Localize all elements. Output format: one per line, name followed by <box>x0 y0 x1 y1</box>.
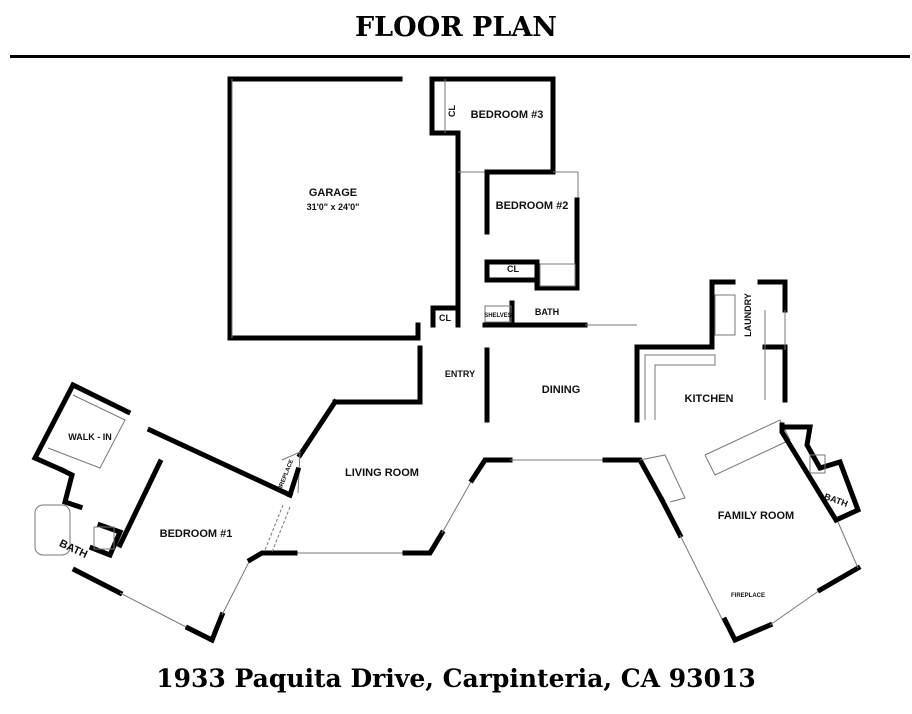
label-bath-hall: BATH <box>535 307 559 317</box>
label-bath-master: BATH <box>57 538 89 561</box>
label-closet-b3: CL <box>447 105 457 117</box>
label-walk-in: WALK - IN <box>68 432 112 442</box>
label-bedroom-2: BEDROOM #2 <box>496 200 569 212</box>
label-closet-entry: CL <box>439 313 451 323</box>
label-family-room: FAMILY ROOM <box>718 510 794 522</box>
label-closet-b2: CL <box>507 264 519 274</box>
label-shelves: SHELVES <box>484 313 512 319</box>
label-entry: ENTRY <box>445 369 475 379</box>
label-laundry: LAUNDRY <box>743 293 753 337</box>
label-fireplace-family: FIREPLACE <box>731 593 765 599</box>
title-divider <box>10 55 910 58</box>
label-garage: GARAGE <box>309 187 357 199</box>
label-bedroom-1: BEDROOM #1 <box>160 528 233 540</box>
label-bedroom-3: BEDROOM #3 <box>471 109 544 121</box>
walls <box>31 76 862 644</box>
label-living-room: LIVING ROOM <box>345 467 419 479</box>
label-garage-dims: 31'0" x 24'0" <box>307 202 360 212</box>
label-kitchen: KITCHEN <box>685 393 734 405</box>
label-dining: DINING <box>542 384 581 396</box>
page-title: FLOOR PLAN <box>355 12 557 43</box>
room-labels: GARAGE 31'0" x 24'0" BEDROOM #3 CL BEDRO… <box>57 105 849 599</box>
property-address: 1933 Paquita Drive, Carpinteria, CA 9301… <box>156 664 756 693</box>
